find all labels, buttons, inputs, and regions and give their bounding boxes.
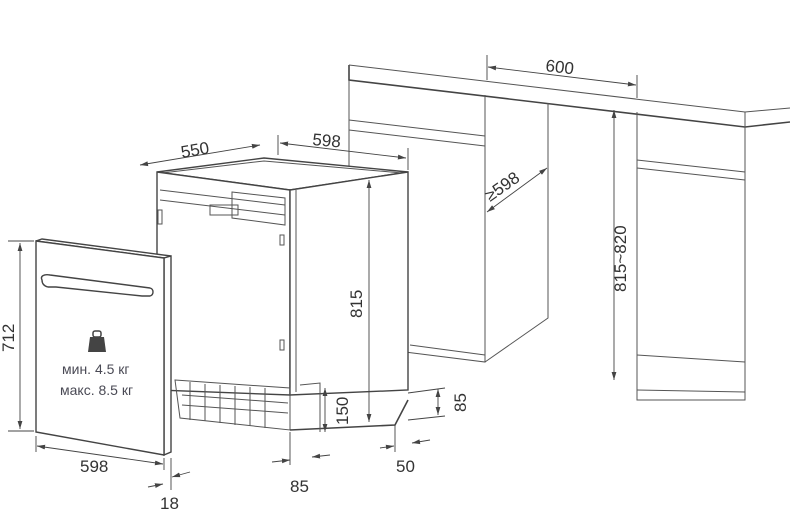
niche-height-label: 815~820: [611, 225, 630, 292]
dimension-door-height: 712: [0, 240, 34, 432]
door-panel: мин. 4.5 кг макс. 8.5 кг: [35, 238, 172, 457]
niche-width-label: 600: [545, 56, 575, 78]
dimension-door-thickness: 18: [147, 458, 191, 512]
dimension-door-width: 598: [35, 436, 165, 476]
dimension-niche-width: 600: [486, 55, 638, 98]
dimension-appliance-depth: 550: [139, 138, 261, 167]
dimension-plinth-offset: 85: [271, 432, 331, 496]
plinth-gap-label: 50: [396, 457, 415, 476]
dimension-niche-depth: ≥598: [481, 167, 548, 213]
plinth-offset-label: 85: [290, 477, 309, 496]
door-weight-max: макс. 8.5 кг: [60, 382, 133, 398]
dimension-foot-height: 150: [322, 388, 352, 432]
dimension-appliance-height: 815: [347, 180, 372, 422]
niche-depth-label: ≥598: [481, 168, 523, 205]
dimension-plinth-height: 85: [407, 387, 470, 421]
appliance-height-label: 815: [347, 290, 366, 318]
kitchen-cabinets: [348, 64, 790, 401]
door-thickness-label: 18: [160, 494, 179, 512]
foot-height-label: 150: [333, 397, 352, 425]
dimension-plinth-gap: 50: [379, 425, 431, 476]
door-weight-min: мин. 4.5 кг: [62, 361, 130, 377]
door-height-label: 712: [0, 324, 18, 352]
weight-icon: [88, 330, 106, 352]
dishwasher-body: [156, 157, 409, 432]
plinth-height-label: 85: [451, 393, 470, 412]
dimension-niche-height: 815~820: [611, 110, 630, 380]
door-width-label: 598: [80, 457, 108, 476]
door-handle: [40, 274, 154, 297]
appliance-width-label: 598: [312, 130, 342, 151]
dimension-appliance-width: 598: [277, 130, 409, 170]
appliance-depth-label: 550: [179, 138, 210, 162]
